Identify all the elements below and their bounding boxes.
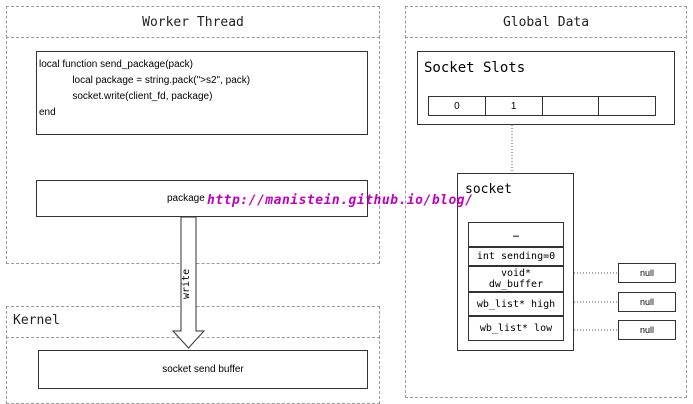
slot-0: 0	[429, 97, 486, 115]
code-box: local function send_package(pack) local …	[36, 51, 368, 135]
code-line-4: end	[39, 107, 56, 118]
code-line-3: socket.write(client_fd, package)	[39, 91, 213, 102]
socket-slots-row: 0 1	[428, 96, 656, 116]
slot-1: 1	[486, 97, 543, 115]
socket-field-sending: int sending=0	[468, 247, 564, 266]
null-box-2: null	[618, 292, 676, 312]
package-box: package	[36, 180, 368, 217]
package-label: package	[167, 193, 205, 204]
socket-send-buffer-label: socket send buffer	[162, 364, 244, 375]
code-line-1: local function send_package(pack)	[39, 59, 193, 70]
worker-thread-title: Worker Thread	[6, 6, 380, 38]
slot-3	[599, 97, 655, 115]
socket-field-wb-high: wb_list* high	[468, 292, 564, 316]
socket-slots-box: Socket Slots 0 1	[417, 51, 675, 125]
socket-field-dw-buffer: void* dw_buffer	[468, 266, 564, 292]
socket-field-ellipsis: …	[468, 222, 564, 247]
watermark-text: http://manistein.github.io/blog/	[207, 193, 474, 208]
write-arrow-shape	[171, 216, 206, 349]
socket-send-buffer: socket send buffer	[38, 350, 368, 389]
socket-slots-title: Socket Slots	[424, 60, 526, 76]
slot-2	[543, 97, 600, 115]
global-data-title: Global Data	[405, 6, 687, 38]
socket-field-wb-low: wb_list* low	[468, 316, 564, 341]
socket-struct-title: socket	[465, 182, 512, 197]
write-label: write	[181, 268, 192, 299]
null-box-3: null	[618, 320, 676, 340]
null-box-1: null	[618, 263, 676, 283]
code-line-2: local package = string.pack(">s2", pack)	[39, 75, 251, 86]
